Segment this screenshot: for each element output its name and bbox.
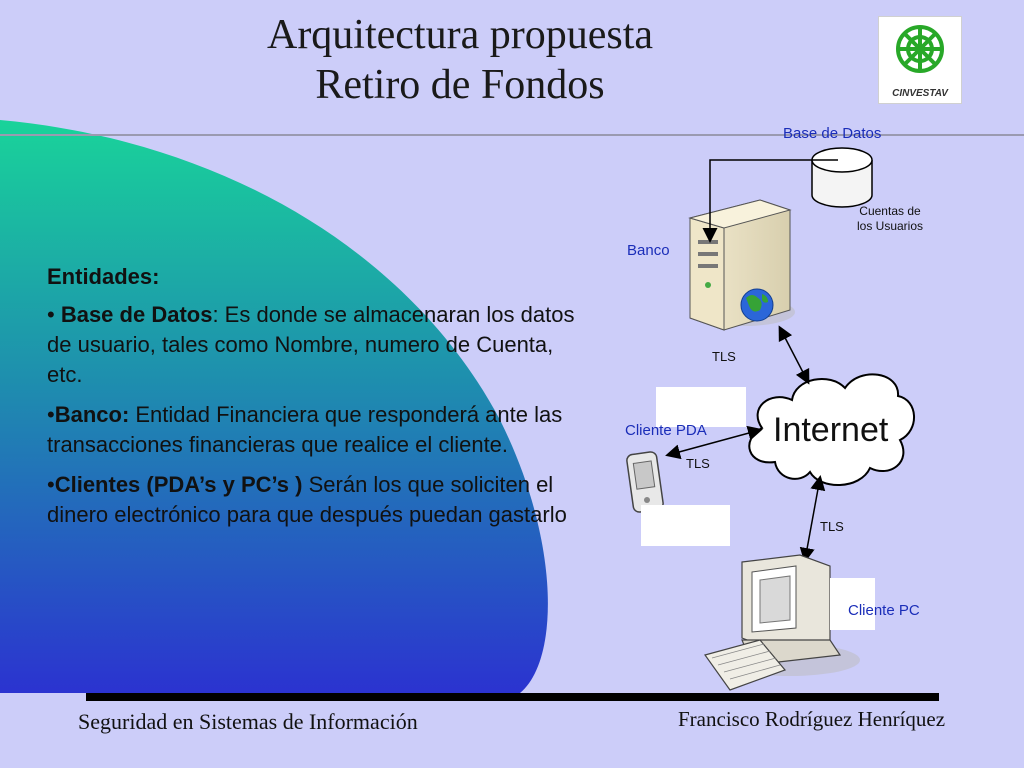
title-line-2: Retiro de Fondos xyxy=(315,62,605,108)
tls-bank-label: TLS xyxy=(712,349,736,364)
pda-label-background-lower xyxy=(641,505,730,546)
page-title: Arquitectura propuesta Retiro de Fondos xyxy=(200,10,720,110)
pda-icon xyxy=(626,451,664,513)
entity-item-bank: •Banco: Entidad Financiera que responder… xyxy=(47,402,563,457)
cinvestav-logo: CINVESTAV xyxy=(878,16,962,104)
entities-text: Entidades: • Base de Datos: Es donde se … xyxy=(47,262,577,540)
internet-label: Internet xyxy=(773,411,889,449)
pda-internet-connector xyxy=(665,425,763,460)
pda-client-label: Cliente PDA xyxy=(625,422,707,439)
tls-pc-label: TLS xyxy=(820,519,844,534)
pc-internet-connector xyxy=(799,475,826,563)
bank-internet-connector xyxy=(778,325,810,385)
title-divider xyxy=(0,134,1024,136)
footer-course-title: Seguridad en Sistemas de Información xyxy=(78,709,418,734)
cinvestav-emblem-icon xyxy=(896,25,944,73)
footer-divider xyxy=(86,693,939,701)
pc-client-label: Cliente PC xyxy=(848,602,920,619)
bank-label: Banco xyxy=(627,242,670,259)
database-note: Cuentas de los Usuarios xyxy=(856,204,924,233)
entities-heading: Entidades: xyxy=(47,264,160,289)
internet-cloud-icon xyxy=(748,373,915,486)
tls-pda-label: TLS xyxy=(686,456,710,471)
logo-text: CINVESTAV xyxy=(892,88,948,99)
entity-item-clients: •Clientes (PDA’s y PC’s ) Serán los que … xyxy=(47,472,567,527)
db-server-connector xyxy=(702,159,838,243)
footer-author: Francisco Rodríguez Henríquez xyxy=(678,707,946,731)
database-label: Base de Datos xyxy=(783,125,882,142)
pda-label-background xyxy=(656,387,746,427)
pc-client-icon xyxy=(704,554,860,691)
title-line-1: Arquitectura propuesta xyxy=(266,12,654,58)
entity-item-database: • Base de Datos: Es donde se almacenaran… xyxy=(47,302,575,387)
bank-server-icon xyxy=(688,199,795,331)
pc-label-background xyxy=(830,578,875,630)
database-icon xyxy=(811,147,873,208)
